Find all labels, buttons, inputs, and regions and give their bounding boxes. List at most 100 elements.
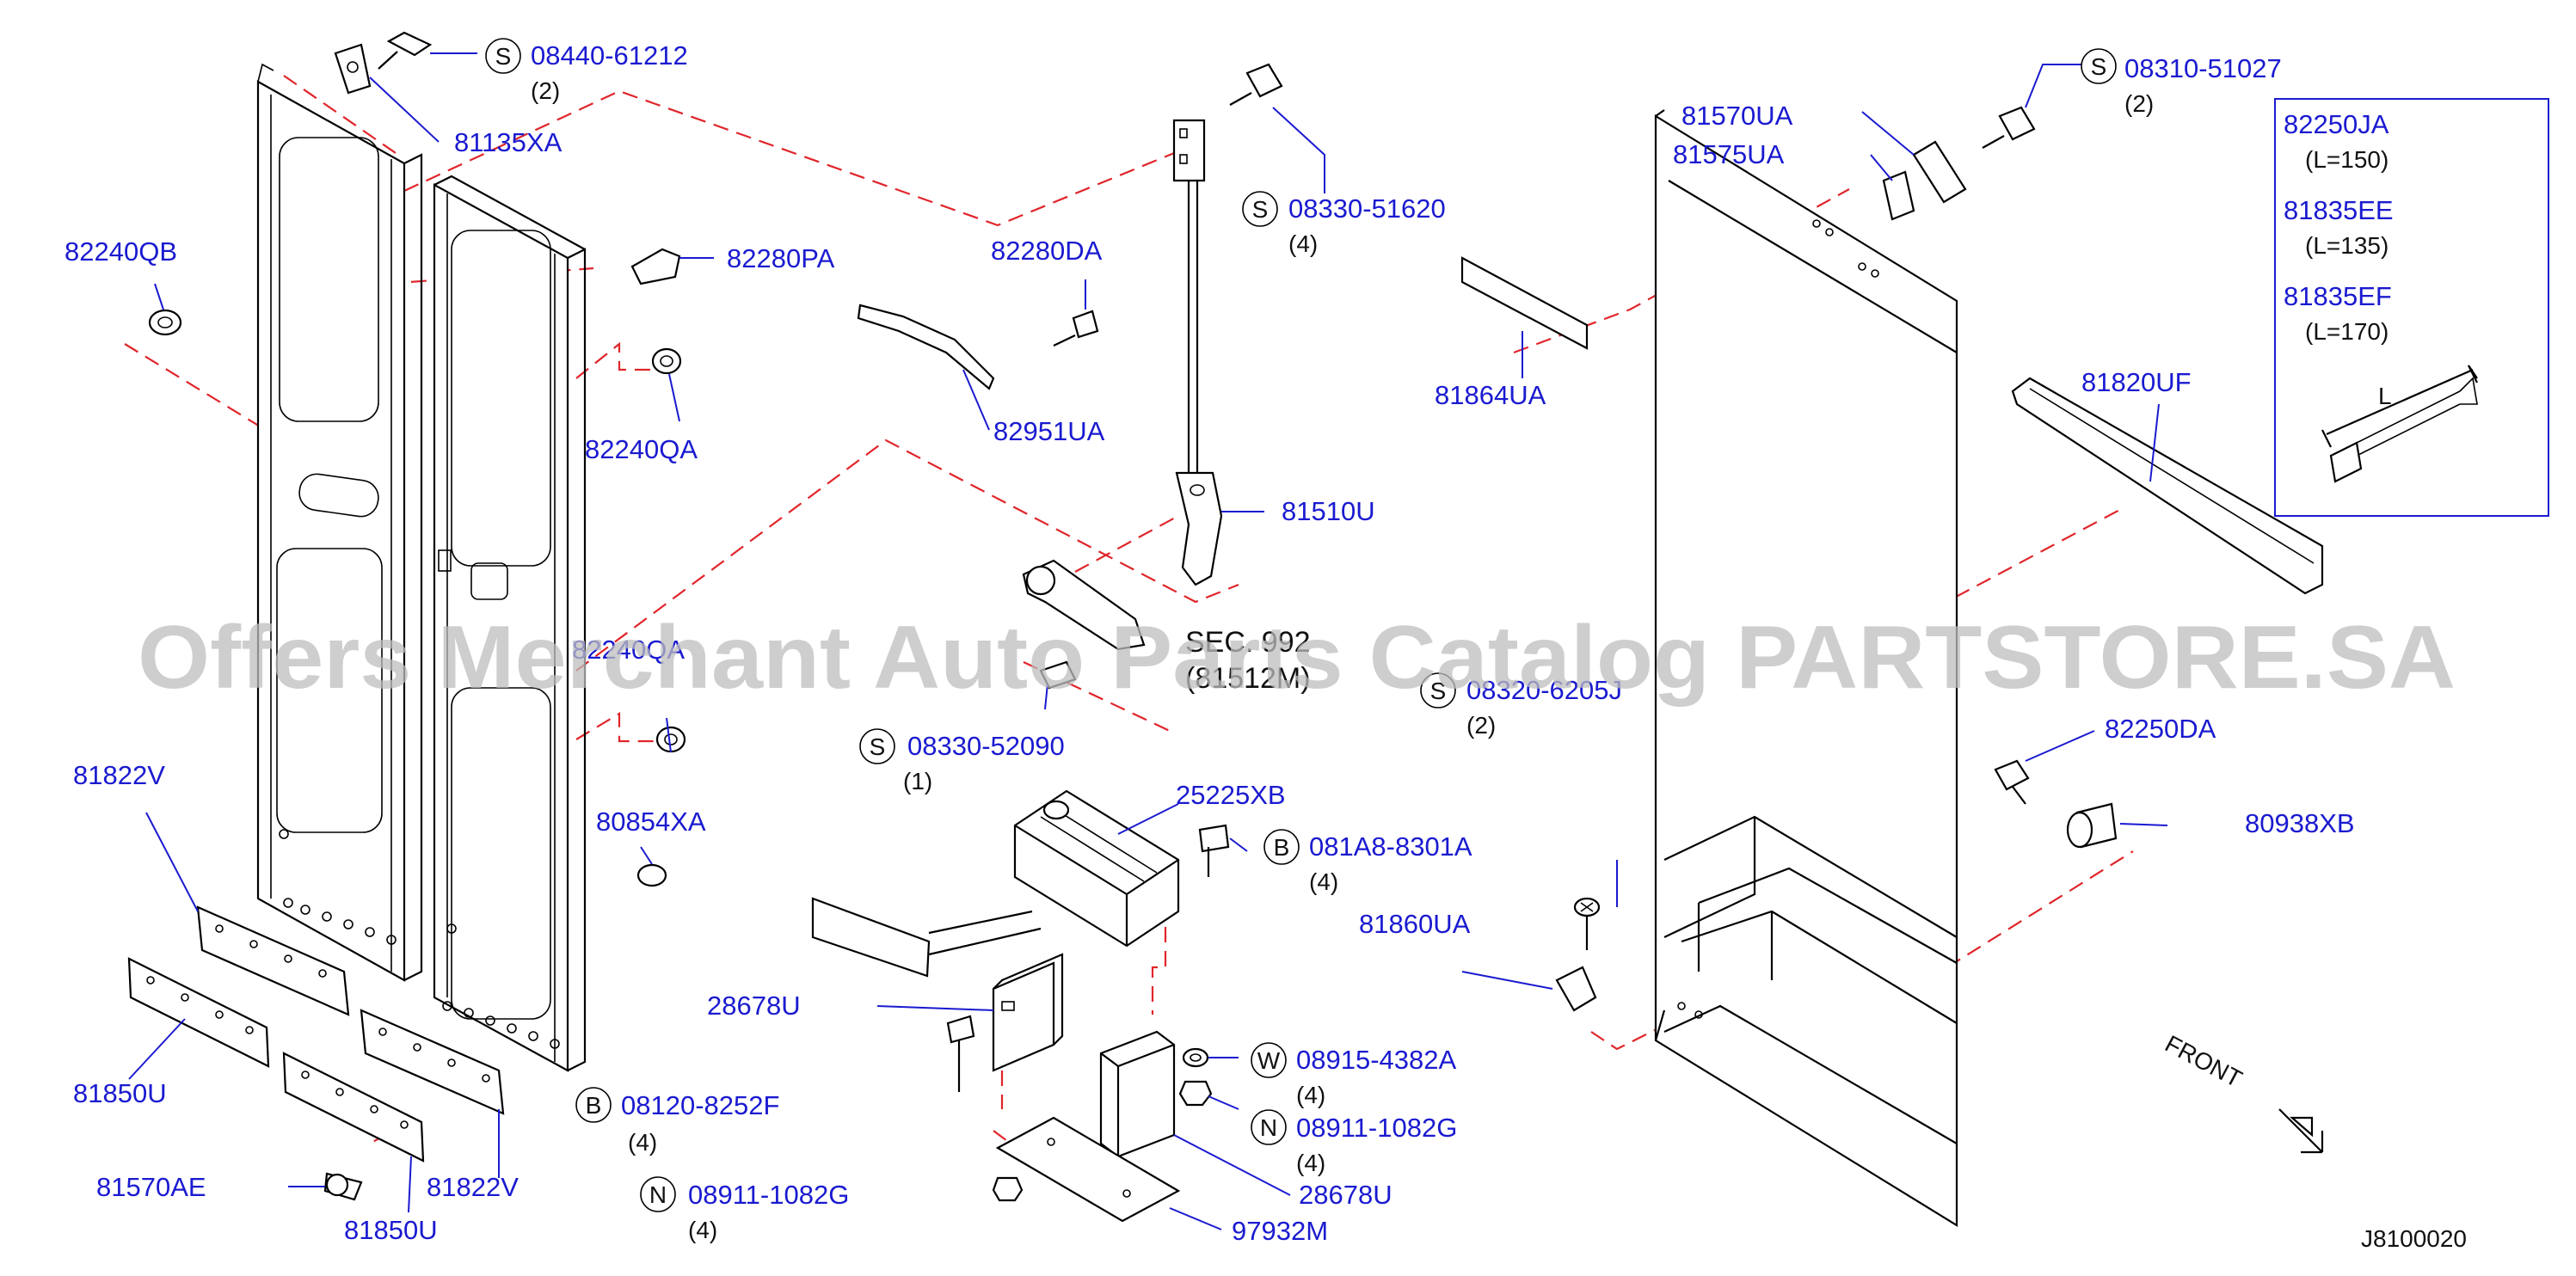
label-97932M: 97932M — [1232, 1216, 1328, 1246]
part-labels: 08440-61212 (2) 81135XA 82240QB 82280PA … — [65, 40, 2467, 1252]
legend-part-2: 81835EE — [2284, 195, 2394, 225]
label-81822V-left: 81822V — [73, 760, 165, 790]
marker-b: B — [1274, 834, 1290, 861]
label-81820UF: 81820UF — [2081, 367, 2192, 397]
qty-08120-8252F: (4) — [628, 1129, 657, 1156]
front-arrow-icon — [2278, 1108, 2324, 1154]
marker-n: N — [1260, 1114, 1277, 1141]
rear-door-panels — [256, 63, 587, 1072]
label-081A8-8301A: 081A8-8301A — [1309, 831, 1472, 862]
label-28678U-left: 28678U — [707, 991, 801, 1021]
label-08320-6205J: 08320-6205J — [1466, 675, 1622, 705]
front-label: FRONT — [2161, 1030, 2247, 1093]
diagram-code: J8100020 — [2361, 1225, 2467, 1252]
label-08330-51620: 08330-51620 — [1288, 193, 1446, 224]
label-82280PA: 82280PA — [727, 243, 835, 273]
section-ref-line2: (81512M) — [1185, 662, 1311, 695]
label-82240QA-lower: 82240QA — [572, 635, 685, 665]
label-82240QB: 82240QB — [65, 236, 177, 267]
side-panel-body — [1654, 109, 1958, 1227]
link-arm — [811, 897, 1042, 978]
grommet-82240QB — [148, 309, 182, 336]
label-82280DA: 82280DA — [991, 236, 1103, 266]
bolt-08330-51620 — [1229, 63, 1283, 106]
label-81864UA: 81864UA — [1435, 380, 1546, 410]
qty-08915-4382A: (4) — [1296, 1082, 1325, 1108]
label-81135XA: 81135XA — [454, 127, 563, 157]
label-81860UA: 81860UA — [1359, 909, 1471, 939]
marker-circles: S S S S S B B N N W — [485, 38, 2117, 1212]
legend-length-2: (L=135) — [2305, 232, 2388, 259]
legend-part-3: 81835EF — [2284, 281, 2392, 311]
marker-w: W — [1257, 1047, 1281, 1074]
label-08911-1082G-left: 08911-1082G — [688, 1180, 849, 1210]
plate-97932M — [995, 1116, 1181, 1223]
section-ref-line1: SEC. 992 — [1185, 626, 1311, 659]
label-81850U-bottom: 81850U — [344, 1215, 438, 1245]
qty-081A8-8301A: (4) — [1309, 868, 1338, 895]
label-08440-61212: 08440-61212 — [531, 40, 688, 71]
label-80938XB: 80938XB — [2245, 808, 2355, 838]
label-08330-52090: 08330-52090 — [907, 731, 1065, 761]
qty-08320-6205J: (2) — [1466, 712, 1496, 739]
bolt-081A8-8301A — [1198, 824, 1230, 877]
bolt-08310-51027 — [1982, 106, 2036, 149]
label-25225XB: 25225XB — [1176, 780, 1286, 810]
label-81850U-left: 81850U — [73, 1078, 167, 1108]
marker-s: S — [1252, 196, 1269, 223]
screw-81570AE — [323, 1172, 363, 1201]
label-80854XA: 80854XA — [596, 807, 706, 837]
strip-81820UF — [2011, 377, 2324, 595]
door-check-25225XB — [1013, 789, 1180, 948]
bolt-08120-8252F — [946, 1015, 975, 1092]
watermark: Offers Merchant Auto Parts Catalog PARTS… — [138, 608, 2456, 708]
qty-08440-61212: (2) — [531, 77, 560, 104]
hinge-81135XA — [334, 43, 372, 95]
screw-08320-6205J — [1573, 897, 1601, 950]
label-81570UA: 81570UA — [1681, 101, 1793, 131]
trim-strips — [127, 905, 505, 1163]
nut-08911-1082G-mid — [1178, 1080, 1213, 1107]
bracket-82951UA — [857, 304, 995, 390]
bracket-28678U-right — [1099, 1030, 1176, 1158]
marker-b: B — [586, 1092, 602, 1119]
bolt-08440-61212 — [378, 31, 433, 70]
legend-dimension-label: L — [2378, 383, 2392, 409]
door-holes — [279, 829, 560, 1049]
label-08120-8252F: 08120-8252F — [621, 1090, 779, 1120]
nut-08911-1082G-left — [992, 1176, 1024, 1202]
bracket-81570UA — [1882, 140, 1967, 221]
bumper-80938XB — [2066, 802, 2118, 849]
screw-82250DA — [1994, 759, 2030, 805]
qty-08911-1082G-left: (4) — [688, 1217, 717, 1243]
label-81822V-bottom: 81822V — [427, 1172, 519, 1202]
grommet-82240QA-upper — [651, 347, 682, 375]
label-81570AE: 81570AE — [96, 1172, 206, 1202]
screw-08330-52090 — [1039, 660, 1077, 690]
length-legend-box — [2274, 98, 2549, 517]
legend-length-3: (L=170) — [2305, 318, 2388, 345]
handle-81512M — [1022, 559, 1146, 651]
marker-n: N — [649, 1181, 667, 1208]
qty-08330-51620: (4) — [1288, 230, 1318, 257]
clip-82280PA — [630, 248, 681, 285]
label-81575UA: 81575UA — [1673, 139, 1785, 169]
washer-08915-4382A — [1182, 1047, 1209, 1068]
qty-08911-1082G-mid: (4) — [1296, 1150, 1325, 1176]
lock-rod-assembly — [1172, 119, 1223, 586]
label-28678U-right: 28678U — [1299, 1180, 1393, 1210]
label-81510U: 81510U — [1282, 496, 1375, 526]
label-08310-51027: 08310-51027 — [2124, 53, 2282, 83]
legend-length-1: (L=150) — [2305, 146, 2388, 173]
marker-s: S — [495, 43, 512, 70]
leader-lines — [128, 52, 2168, 1230]
clip-81860UA — [1555, 966, 1597, 1012]
marker-s: S — [2091, 53, 2107, 80]
marker-s: S — [870, 733, 886, 760]
label-82951UA: 82951UA — [993, 416, 1105, 446]
qty-08330-52090: (1) — [903, 768, 932, 794]
plate-81864UA — [1460, 256, 1589, 350]
qty-08310-51027: (2) — [2124, 90, 2154, 117]
label-82250DA: 82250DA — [2105, 714, 2216, 744]
